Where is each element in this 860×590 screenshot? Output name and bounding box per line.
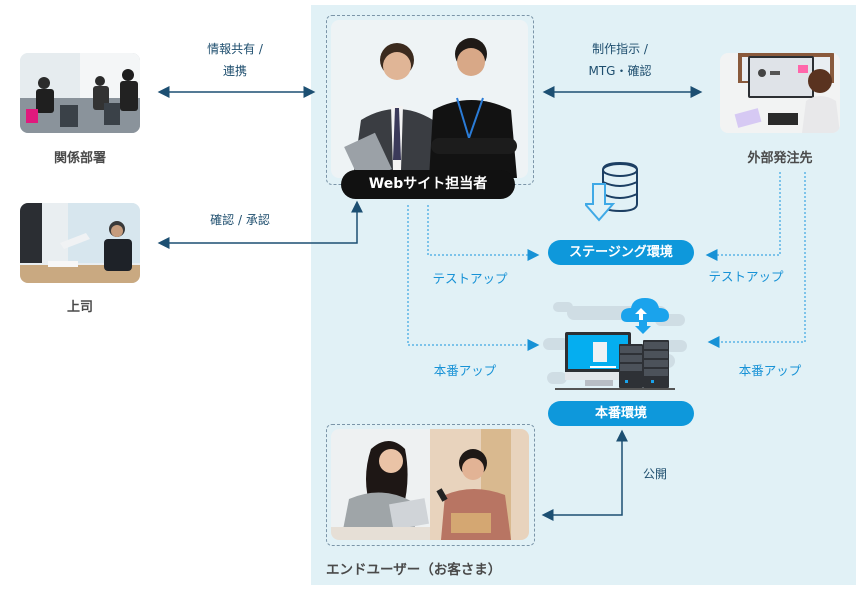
end-users-label: エンドユーザー（お客さま） [326, 562, 502, 578]
end-users-frame [326, 424, 535, 546]
test-up-left-label: テストアップ [432, 271, 508, 286]
publish-edge-label: 公開 [642, 467, 667, 481]
instruct-edge-label: 制作指示 / MTG・確認 [560, 38, 680, 82]
prod-up-left-arrow [407, 205, 540, 351]
instruct-edge-line1: 制作指示 / [592, 42, 648, 56]
share-edge-label: 情報共有 / 連携 [175, 38, 295, 82]
vendor-photo [720, 53, 840, 133]
publish-arrow [541, 429, 628, 521]
related-dept-photo [20, 53, 140, 133]
boss-label: 上司 [66, 300, 93, 315]
web-manager-photo [331, 20, 528, 178]
test-up-right-arrow [705, 172, 781, 261]
approve-arrow [157, 200, 363, 249]
end-users-photo [331, 429, 529, 540]
server-cloud-icon [543, 298, 687, 390]
share-edge-line2: 連携 [222, 64, 247, 78]
designer-illustration [720, 53, 840, 133]
office-workers-illustration [20, 53, 140, 133]
two-men-illustration [331, 20, 528, 178]
share-edge-line1: 情報共有 / [207, 42, 263, 56]
boss-photo [20, 203, 140, 283]
customers-illustration [331, 429, 529, 540]
prod-up-left-label: 本番アップ [433, 363, 497, 378]
production-env-badge: 本番環境 [548, 401, 694, 426]
web-manager-badge: Webサイト担当者 [341, 170, 515, 199]
related-dept-label: 関係部署 [53, 151, 106, 166]
prod-up-right-arrow [707, 172, 806, 348]
test-up-right-label: テストアップ [708, 269, 784, 284]
manager-illustration [20, 203, 140, 283]
vendor-label: 外部発注先 [747, 151, 813, 166]
staging-env-badge: ステージング環境 [548, 240, 694, 265]
test-up-left-arrow [427, 205, 540, 261]
database-download-icon [585, 161, 638, 222]
prod-up-right-label: 本番アップ [738, 363, 802, 378]
instruct-edge-line2: MTG・確認 [588, 64, 652, 78]
